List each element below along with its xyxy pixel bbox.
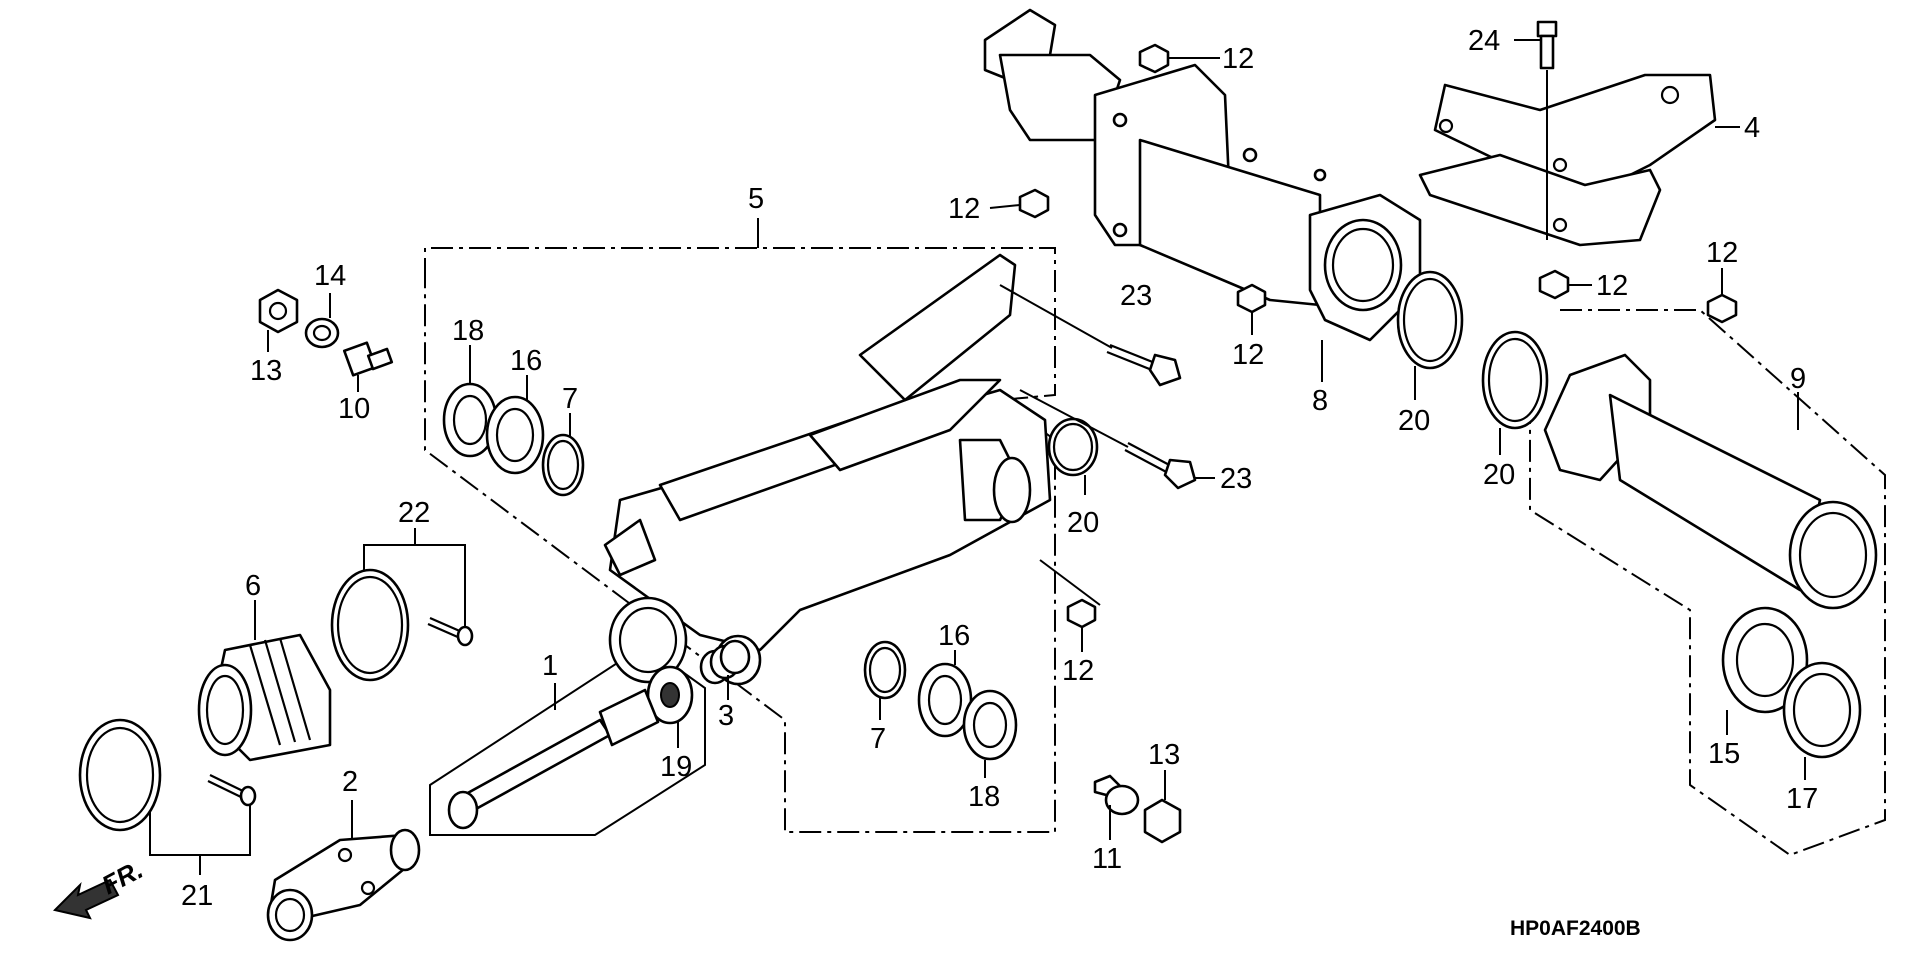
callout-16a: 16 xyxy=(510,345,542,377)
part-15-bearing xyxy=(1721,606,1809,714)
callout-18b: 18 xyxy=(968,781,1000,813)
part-18-seal-b xyxy=(962,689,1018,761)
callout-4: 4 xyxy=(1744,112,1760,144)
part-2-universal-joint xyxy=(266,828,421,942)
part-13-nut-b xyxy=(1143,798,1182,844)
part-24-bolt xyxy=(1536,20,1558,70)
part-22-band xyxy=(330,568,410,682)
part-22-screw xyxy=(427,616,474,647)
callout-21: 21 xyxy=(181,880,213,912)
callout-12e: 12 xyxy=(1706,237,1738,269)
callout-5: 5 xyxy=(748,183,764,215)
part-12-nut-e xyxy=(1706,293,1738,324)
callout-16b: 16 xyxy=(938,620,970,652)
part-10-grease-fitting xyxy=(342,341,394,377)
swingarm-body xyxy=(603,253,1052,686)
diagram-code: HP0AF2400B xyxy=(1510,917,1641,940)
callout-12b: 12 xyxy=(948,193,980,225)
leader-23b xyxy=(1019,389,1129,448)
part-11-bolt xyxy=(1093,774,1140,816)
group-9-outline xyxy=(1529,309,1886,857)
callout-19: 19 xyxy=(660,751,692,783)
part-23-bolt-b xyxy=(1124,442,1197,490)
callout-14: 14 xyxy=(314,260,346,292)
part-17-seal xyxy=(1782,661,1862,759)
callout-7b: 7 xyxy=(870,723,886,755)
leader-12b xyxy=(989,204,1021,209)
callout-20c: 20 xyxy=(1483,459,1515,491)
callout-23b: 23 xyxy=(1220,463,1252,495)
callout-2: 2 xyxy=(342,766,358,798)
part-21-screw xyxy=(207,774,257,807)
part-23-bolt-a xyxy=(1106,343,1182,387)
callout-8: 8 xyxy=(1312,385,1328,417)
part-6-boot xyxy=(197,633,332,762)
callout-10: 10 xyxy=(338,393,370,425)
part-1-drive-shaft xyxy=(447,688,660,830)
part-8-axle-housing xyxy=(983,8,1422,342)
callout-18a: 18 xyxy=(452,315,484,347)
callout-7a: 7 xyxy=(562,383,578,415)
callout-9: 9 xyxy=(1790,363,1806,395)
callout-13a: 13 xyxy=(250,355,282,387)
callout-24: 24 xyxy=(1468,25,1500,57)
part-12-nut-b xyxy=(1018,188,1050,219)
callout-20a: 20 xyxy=(1067,507,1099,539)
part-12-nut-c xyxy=(1236,283,1267,314)
part-3-spring xyxy=(699,639,751,685)
part-7-collar-a xyxy=(541,433,585,497)
callout-12c: 12 xyxy=(1232,339,1264,371)
part-21-band xyxy=(78,718,162,832)
leader-23a xyxy=(999,284,1113,349)
callout-17: 17 xyxy=(1786,783,1818,815)
part-4-bracket xyxy=(1418,73,1717,247)
callout-20b: 20 xyxy=(1398,405,1430,437)
callout-1: 1 xyxy=(542,650,558,682)
callout-15: 15 xyxy=(1708,738,1740,770)
leader-12f-group xyxy=(1039,559,1101,606)
part-16-bearing-a xyxy=(485,395,545,475)
part-12-nut-a xyxy=(1138,43,1170,74)
part-14-washer xyxy=(304,317,340,349)
callout-13b: 13 xyxy=(1148,739,1180,771)
part-20-oring-c xyxy=(1481,330,1549,430)
part-9-axle-tube xyxy=(1543,353,1878,610)
callout-3: 3 xyxy=(718,700,734,732)
callout-23a: 23 xyxy=(1120,280,1152,312)
callout-22: 22 xyxy=(398,497,430,529)
part-13-nut-a xyxy=(258,288,299,334)
part-12-nut-d xyxy=(1538,269,1570,300)
front-direction-arrow xyxy=(53,878,120,920)
callout-11: 11 xyxy=(1092,843,1122,875)
part-7-collar-b xyxy=(863,640,907,700)
part-12-nut-f xyxy=(1066,598,1097,629)
callout-12a: 12 xyxy=(1222,43,1254,75)
callout-12d: 12 xyxy=(1596,270,1628,302)
part-20-oring-b xyxy=(1396,270,1464,370)
callout-6: 6 xyxy=(245,570,261,602)
callout-12f: 12 xyxy=(1062,655,1094,687)
group-21-bracket xyxy=(149,785,251,856)
